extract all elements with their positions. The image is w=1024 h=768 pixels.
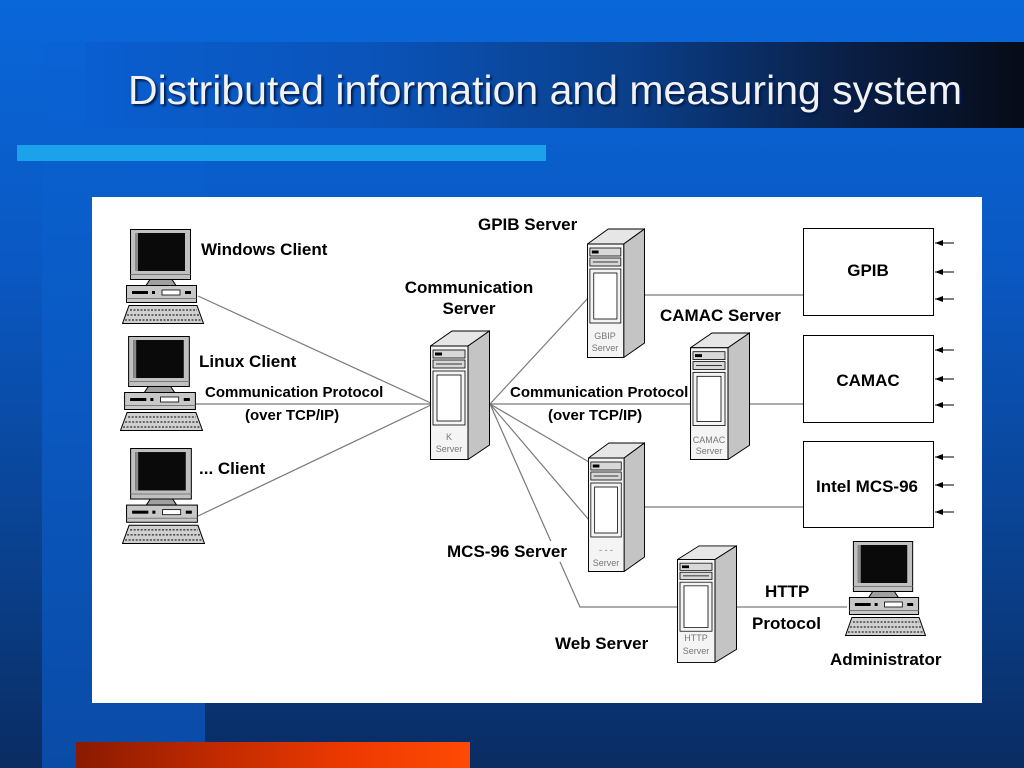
link-windows-client [197, 295, 434, 405]
other-client-computer-icon [122, 448, 205, 544]
mcs96-server-label: MCS-96 Server [447, 542, 567, 561]
mcs96-device-box [803, 441, 934, 528]
other-client-label: ... Client [199, 459, 265, 478]
web-server-label: Web Server [555, 634, 649, 653]
communication-server-label: Server [443, 299, 496, 318]
gpib-server-label: GPIB Server [478, 215, 578, 234]
mcs96-label-backdrop [444, 541, 574, 562]
device-input-arrows [935, 240, 954, 515]
camac-device-label: CAMAC [836, 371, 899, 390]
admin-link-protocol-label: Protocol [752, 614, 821, 633]
gpib-server-tower-text: Server [592, 343, 619, 353]
camac-server-tower-text: CAMAC [693, 435, 726, 445]
communication-server-label: Communication [405, 278, 533, 297]
gpib-device-label: GPIB [847, 261, 889, 280]
mcs96-server-tower-text: Server [593, 558, 620, 568]
communication-server-tower-text: K [446, 432, 452, 442]
administrator-computer-icon [845, 541, 926, 636]
mcs96-server-tower-text: - - - [599, 545, 613, 555]
gpib-server-tower-text: GBIP [594, 331, 616, 341]
link-other-client [197, 403, 434, 517]
web-server-tower-text: HTTP [684, 633, 708, 643]
camac-server-label: CAMAC Server [660, 306, 781, 325]
connection-lines [196, 294, 847, 608]
link-mcs96-server-lower [489, 403, 590, 521]
communication-server-tower-text: Server [436, 444, 463, 454]
network-diagram: K Server GBIP Server CAMAC Server - - - … [120, 215, 954, 669]
link-gpib-server [489, 296, 590, 405]
camac-server-tower-text: Server [696, 446, 723, 456]
mcs96-server-tower-icon [588, 442, 645, 572]
administrator-label: Administrator [830, 650, 942, 669]
footer-accent-bar [76, 742, 470, 768]
client-link-transport-label: (over TCP/IP) [245, 407, 339, 424]
admin-link-protocol-label: HTTP [765, 582, 809, 601]
title-band [85, 42, 1024, 128]
title-accent-bar [17, 145, 546, 161]
link-mcs96-server-upper [489, 403, 590, 463]
client-link-protocol-label: Communication Protocol [205, 384, 383, 401]
mcs96-device-label: Intel MCS-96 [816, 477, 918, 496]
linux-client-computer-icon [120, 335, 203, 432]
communication-server-tower-icon [430, 330, 490, 460]
windows-client-label: Windows Client [201, 240, 328, 259]
linux-client-label: Linux Client [199, 352, 297, 371]
web-server-tower-text: Server [683, 646, 710, 656]
windows-client-computer-icon [122, 229, 204, 324]
camac-device-box [803, 335, 934, 423]
link-web-server [489, 403, 679, 608]
slide-title: Distributed information and measuring sy… [128, 67, 963, 113]
diagram-panel: K Server GBIP Server CAMAC Server - - - … [92, 197, 982, 703]
server-link-transport-label: (over TCP/IP) [548, 407, 642, 424]
gpib-device-box [803, 228, 934, 316]
server-link-protocol-label: Communication Protocol [510, 384, 688, 401]
